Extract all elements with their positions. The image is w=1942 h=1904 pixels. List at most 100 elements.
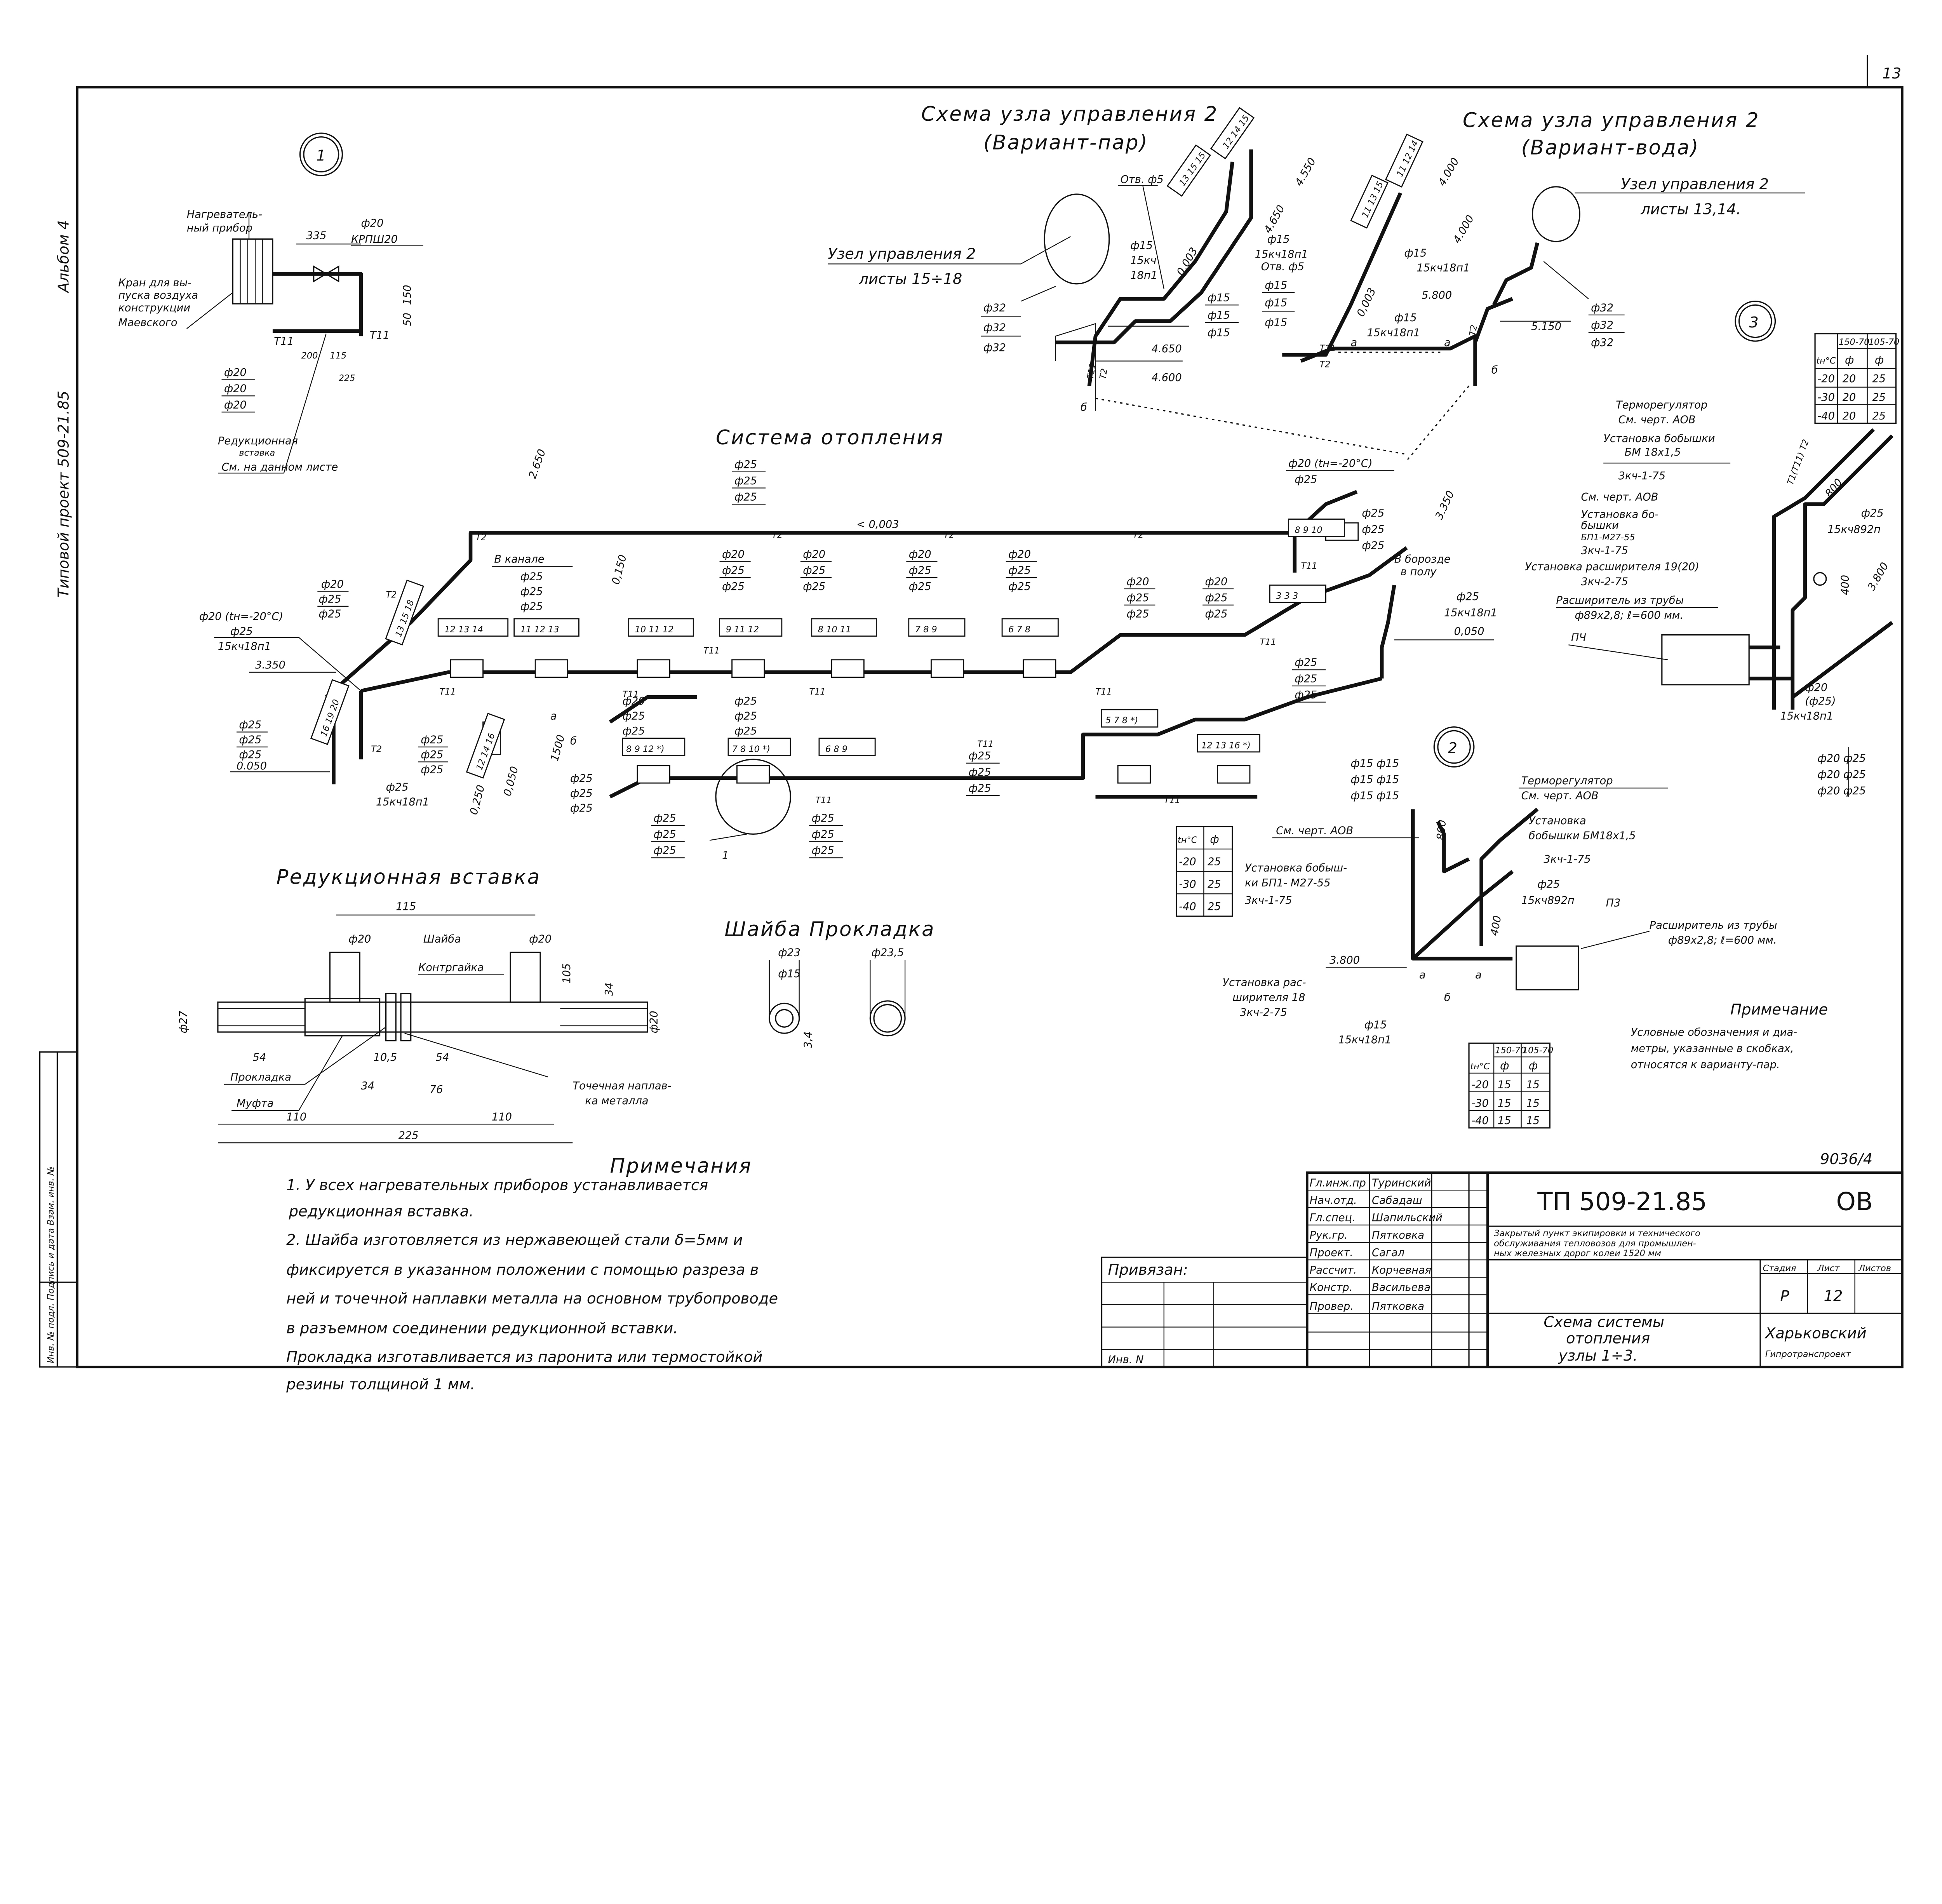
svg-text:ф20: ф20 (529, 933, 552, 945)
dia-stack: ф20 ф25 ф25 (1124, 576, 1155, 620)
svg-text:ф20: ф20 (648, 1011, 660, 1033)
svg-text:ф25: ф25 (1537, 878, 1560, 890)
svg-text:ф25: ф25 (1008, 581, 1031, 593)
svg-text:Установка бобышки: Установка бобышки (1603, 433, 1715, 445)
dia-stack: ф20 ф25 ф25 (800, 548, 832, 593)
svg-text:12: 12 (1824, 1287, 1843, 1305)
dia-stack: ф25 ф25 ф25 (966, 750, 1000, 796)
svg-text:Т11: Т11 (703, 646, 720, 656)
svg-text:Установка расширителя 19(20): Установка расширителя 19(20) (1525, 561, 1699, 573)
svg-text:ф32: ф32 (983, 342, 1006, 354)
svg-text:4.650: 4.650 (1152, 343, 1182, 355)
svg-text:Пятковка: Пятковка (1372, 1229, 1424, 1241)
svg-text:ф89х2,8; ℓ=600 мм.: ф89х2,8; ℓ=600 мм. (1668, 934, 1777, 946)
svg-text:15: 15 (1526, 1079, 1540, 1091)
svg-text:ф25: ф25 (1127, 608, 1149, 620)
svg-text:Привязан:: Привязан: (1108, 1261, 1188, 1279)
svg-text:15: 15 (1498, 1097, 1511, 1109)
svg-text:Инв. № подл. Подпись и дата: Инв. № подл. Подпись и дата Взам. инв. № (46, 1166, 56, 1363)
svg-text:ф20: ф20 (348, 933, 371, 945)
radiator-icon (232, 238, 273, 305)
svg-text:Т11: Т11 (439, 687, 456, 697)
svg-text:(ф25): (ф25) (1805, 695, 1836, 707)
radiator-icon (450, 659, 484, 678)
svg-text:Т11: Т11 (1260, 637, 1276, 647)
svg-text:6 7 8: 6 7 8 (1008, 625, 1030, 635)
svg-text:ф15: ф15 (1265, 280, 1287, 292)
svg-text:76: 76 (430, 1084, 443, 1096)
svg-text:а: а (1419, 969, 1426, 981)
svg-text:Терморегулятор: Терморегулятор (1616, 399, 1707, 411)
drawing-mark: ОВ (1836, 1187, 1873, 1216)
svg-text:бышки: бышки (1581, 520, 1619, 532)
svg-text:Отв. ф5: Отв. ф5 (1261, 261, 1304, 273)
svg-text:Установка рас-: Установка рас- (1222, 976, 1306, 989)
svg-text:20: 20 (1843, 392, 1856, 404)
svg-text:ф20: ф20 (224, 383, 247, 395)
svg-text:Т2: Т2 (475, 533, 486, 543)
svg-text:ф20 (tн=-20°С): ф20 (tн=-20°С) (1288, 458, 1372, 470)
svg-text:ф15: ф15 (1404, 247, 1427, 259)
svg-text:ф20: ф20 (1008, 548, 1031, 560)
svg-text:3.800: 3.800 (1329, 954, 1360, 966)
svg-text:См. черт. АОВ: См. черт. АОВ (1276, 825, 1353, 837)
heating-system: Система отопления 1 2.650 3.350 (199, 426, 1497, 861)
project-code: ТП 509-21.85 (1537, 1187, 1707, 1216)
svg-text:54: 54 (436, 1051, 449, 1063)
washer-gasket: Шайба Прокладка ф23 ф15 ф23,5 3,4 (724, 918, 934, 1048)
svg-text:конструкции: конструкции (118, 302, 190, 314)
svg-text:25: 25 (1872, 392, 1886, 404)
svg-text:Т11: Т11 (977, 739, 994, 749)
svg-text:ф32: ф32 (1591, 319, 1613, 331)
svg-text:ф: ф (1845, 354, 1854, 366)
svg-text:25: 25 (1872, 410, 1886, 422)
svg-text:Расширитель из трубы: Расширитель из трубы (1556, 594, 1684, 606)
svg-text:150-70: 150-70 (1839, 337, 1869, 347)
dia-stack: ф20 ф25 ф25 (1202, 576, 1234, 620)
svg-text:ф: ф (1529, 1060, 1538, 1072)
dia-stack: ф20 ф25 ф25 (906, 548, 938, 593)
svg-text:ф20: ф20 (1205, 576, 1228, 588)
svg-text:5 7 8 *): 5 7 8 *) (1105, 715, 1138, 726)
svg-text:БМ 18х1,5: БМ 18х1,5 (1625, 446, 1681, 458)
svg-text:10 11 12: 10 11 12 (635, 625, 674, 635)
dia-stack: ф15 ф15 ф15 ф15 ф15 ф15 (1351, 757, 1399, 802)
svg-text:Расширитель из трубы: Расширитель из трубы (1650, 919, 1777, 931)
svg-text:ПЧ: ПЧ (1571, 632, 1586, 644)
svg-text:-40: -40 (1471, 1115, 1488, 1127)
svg-text:Прокладка: Прокладка (230, 1071, 291, 1083)
svg-text:3кч-1-75: 3кч-1-75 (1581, 545, 1629, 557)
svg-text:10,5: 10,5 (374, 1051, 397, 1063)
svg-text:Констр.: Констр. (1310, 1282, 1353, 1294)
svg-text:Установка: Установка (1529, 815, 1586, 827)
svg-text:Т2: Т2 (1319, 360, 1330, 370)
svg-text:2. Шайба изготовляется из нерж: 2. Шайба изготовляется из нержавеющей ст… (286, 1231, 743, 1249)
svg-text:ф: ф (1210, 834, 1219, 846)
svg-text:3: 3 (1749, 314, 1758, 331)
svg-text:а: а (1351, 337, 1357, 349)
svg-text:ф25: ф25 (421, 734, 443, 746)
svg-text:tн°С: tн°С (1178, 835, 1197, 845)
svg-text:ф25: ф25 (570, 787, 593, 799)
svg-text:Рассчит.: Рассчит. (1310, 1264, 1357, 1276)
svg-text:Т2: Т2 (943, 530, 954, 540)
svg-text:Редукционная вставка: Редукционная вставка (277, 866, 541, 889)
svg-text:Проект.: Проект. (1310, 1247, 1353, 1259)
svg-text:ф25: ф25 (969, 782, 991, 794)
svg-text:15: 15 (1498, 1115, 1511, 1127)
svg-text:ка металла: ка металла (585, 1095, 648, 1107)
radiator-icon (736, 765, 770, 784)
dia-stack: ф25 ф25 ф25 (236, 719, 268, 761)
svg-text:ф32: ф32 (983, 322, 1006, 334)
dia-stack: ф25 ф25 ф25 (734, 695, 757, 737)
dia-stack: ф20 ф25 ф25 (623, 695, 645, 737)
svg-text:15кч892п: 15кч892п (1521, 895, 1575, 907)
svg-text:105-70: 105-70 (1523, 1046, 1553, 1056)
svg-text:5.800: 5.800 (1422, 289, 1452, 301)
svg-text:20: 20 (1843, 373, 1856, 385)
radiator-icon (831, 659, 865, 678)
svg-text:ф20: ф20 (722, 548, 745, 560)
